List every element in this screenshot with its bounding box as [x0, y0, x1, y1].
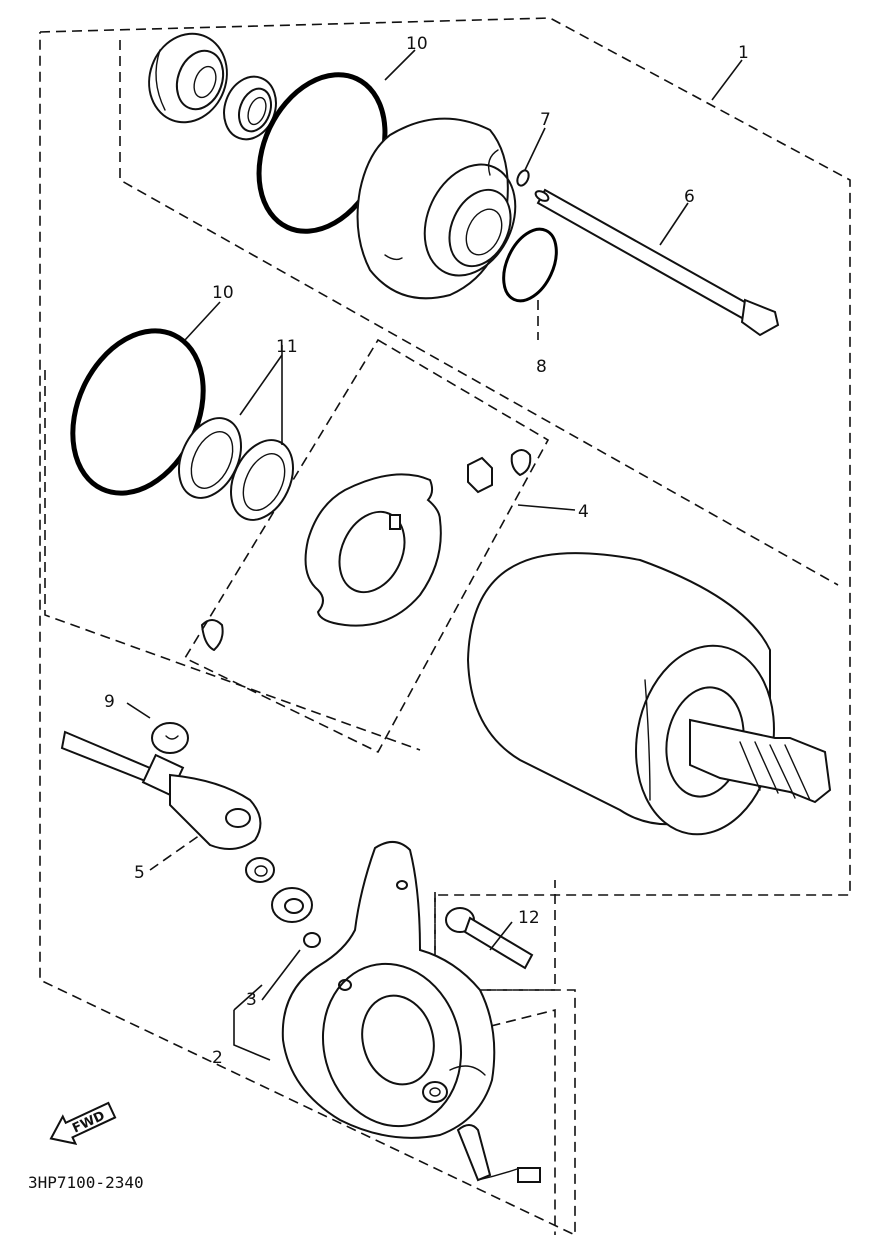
- o-ring-small-7: [516, 169, 530, 187]
- callout-6: 6: [684, 187, 695, 207]
- lever-rod: [60, 730, 262, 850]
- small-o-ring-3: [303, 932, 321, 948]
- callout-2: 2: [212, 1048, 223, 1068]
- through-bolt: [534, 188, 780, 337]
- callout-3: 3: [246, 990, 257, 1010]
- cap: [151, 722, 189, 754]
- group-outline-mid: [44, 370, 421, 751]
- callout-12: 12: [518, 908, 540, 928]
- assembly-outline-1: [39, 17, 851, 1237]
- brush-plate: [304, 473, 442, 627]
- leader-lines: [126, 49, 743, 1061]
- armature-shaft: [689, 718, 832, 804]
- brush-plate-outline: [183, 338, 550, 754]
- rear-cover: [281, 841, 496, 1139]
- drawing-code: 3HP7100-2340: [28, 1173, 144, 1192]
- brush: [467, 456, 493, 494]
- brush-spring-bottom: [201, 619, 224, 651]
- fwd-arrow-icon: FWD: [49, 1101, 117, 1146]
- group-outline-top: [119, 40, 839, 586]
- callout-10-top: 10: [406, 34, 428, 54]
- washer-b: [230, 439, 294, 521]
- bushing: [271, 887, 313, 923]
- callout-1: 1: [738, 43, 749, 63]
- callout-4: 4: [578, 502, 589, 522]
- bolt-12: [445, 907, 534, 970]
- bearing: [148, 32, 228, 124]
- front-cover: [356, 117, 517, 300]
- callout-10-mid: 10: [212, 283, 234, 303]
- terminal-bolt: [456, 1124, 541, 1183]
- brush-spring-top: [510, 449, 532, 476]
- callout-9: 9: [104, 692, 115, 712]
- bracket-outline: [434, 880, 556, 1235]
- o-ring-8: [502, 227, 558, 303]
- callout-8: 8: [536, 357, 547, 377]
- callout-11: 11: [276, 337, 298, 357]
- dust-seal: [245, 857, 275, 883]
- callout-7: 7: [540, 110, 551, 130]
- yoke: [466, 552, 775, 836]
- callout-5: 5: [134, 863, 145, 883]
